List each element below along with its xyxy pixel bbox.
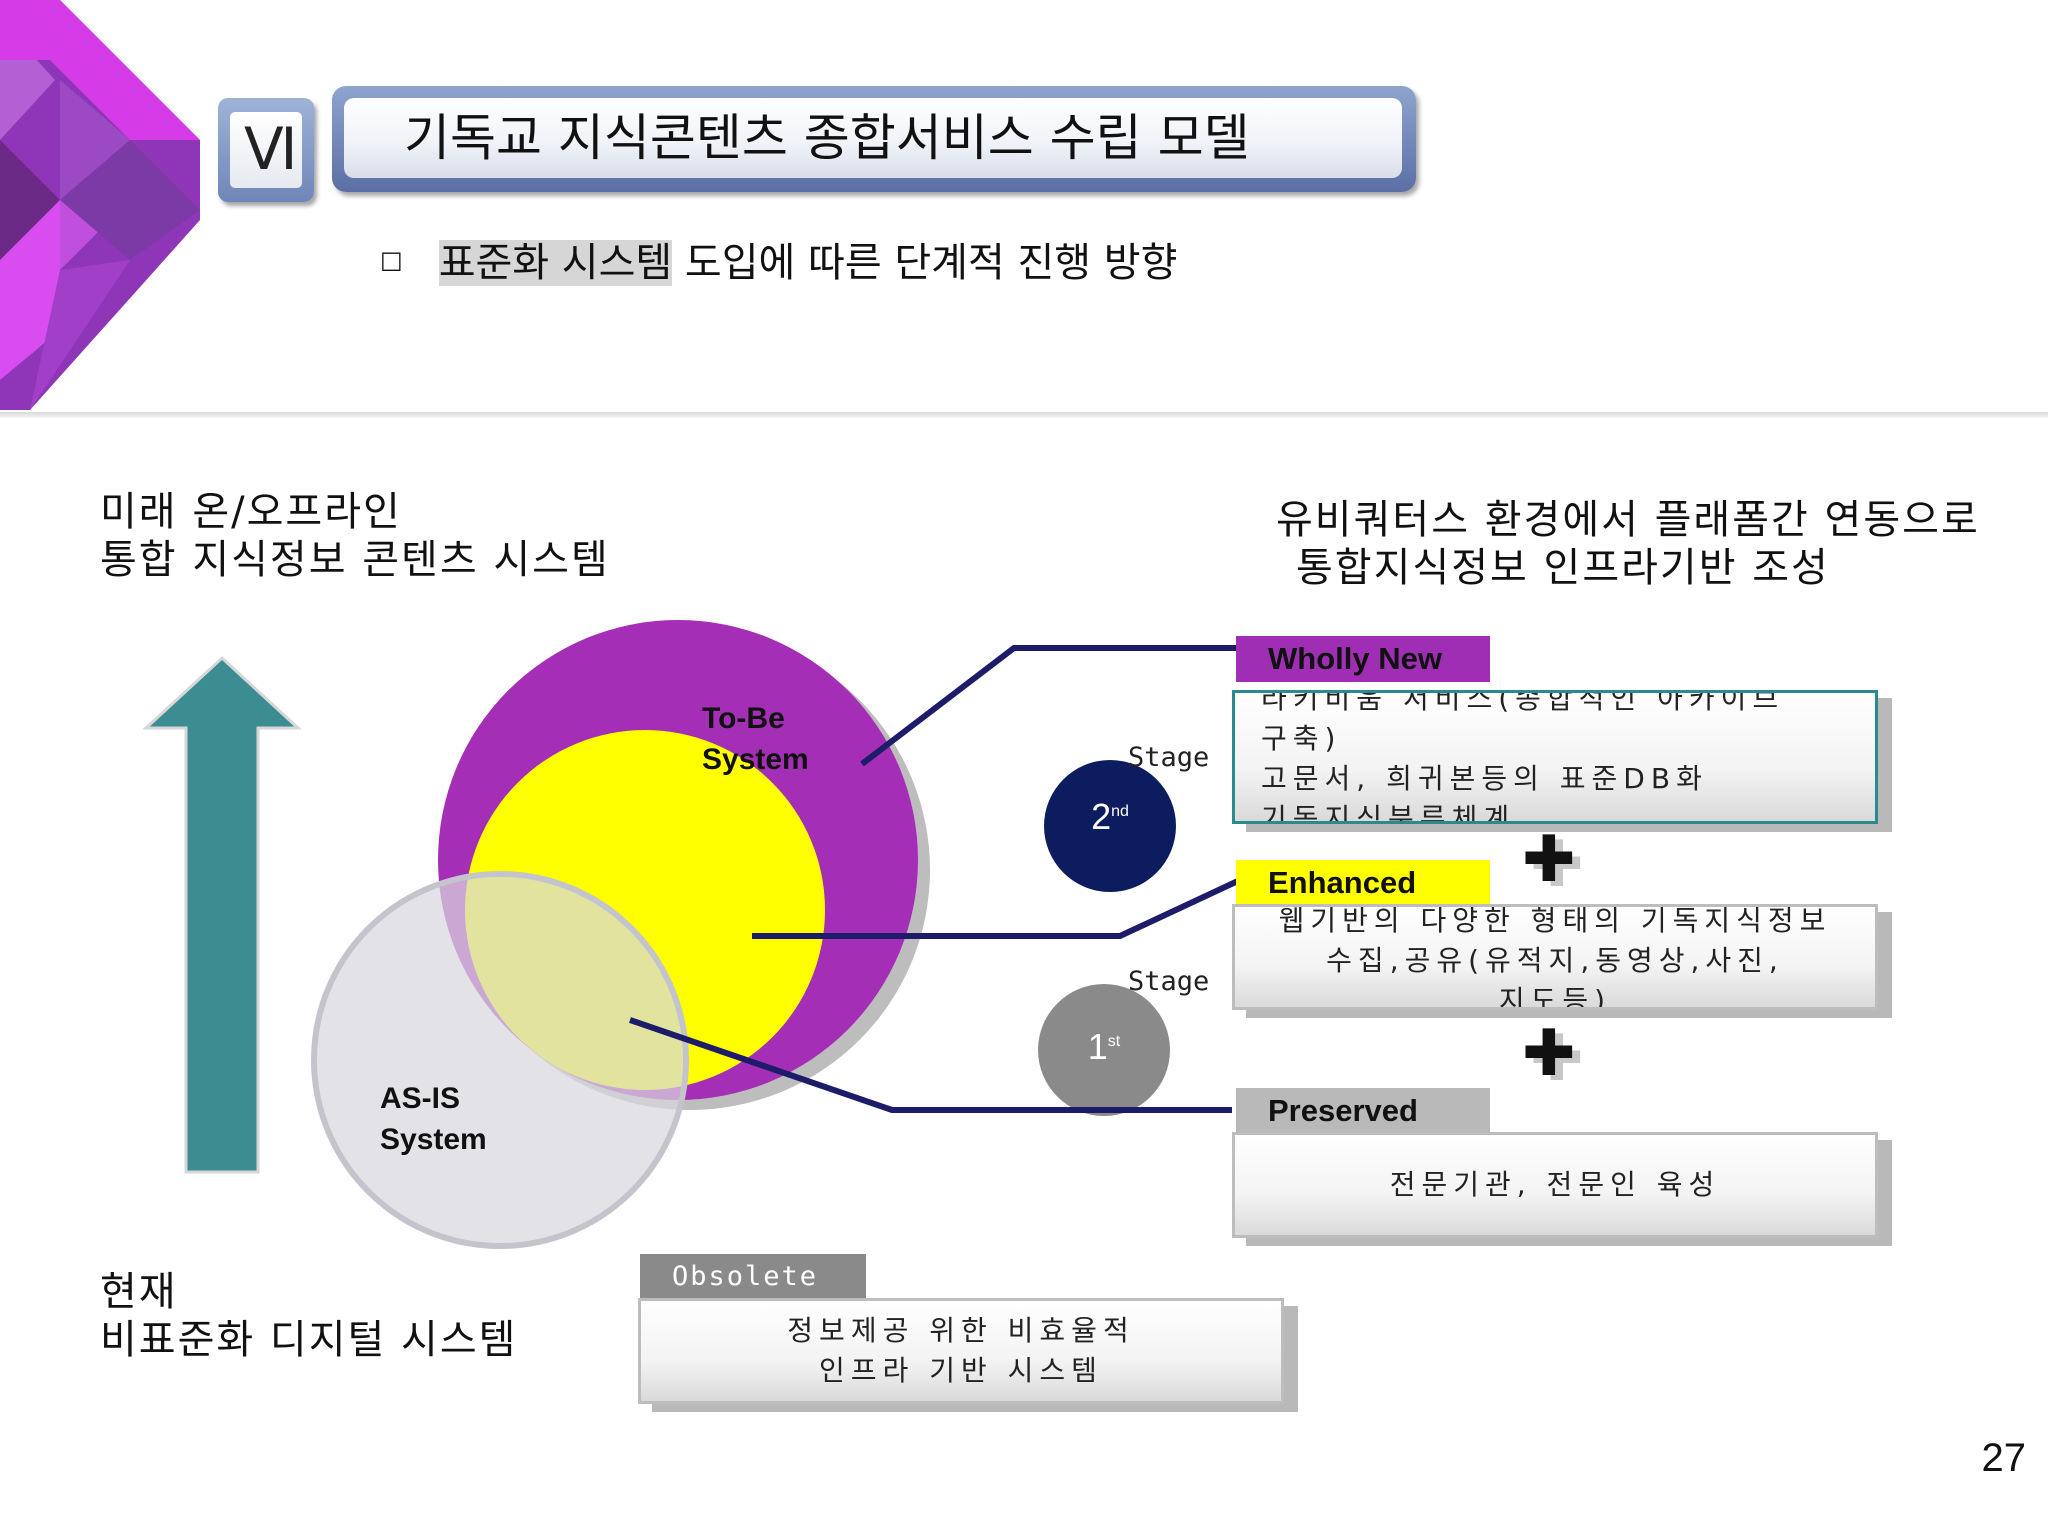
ubiquitous-label: 유비쿼터스 환경에서 플래폼간 연동으로 통합지식정보 인프라기반 조성 — [1276, 496, 1980, 592]
title-banner: 기독교 지식콘텐츠 종합서비스 수립 모델 — [332, 86, 1416, 192]
connector-enhanced — [752, 877, 1242, 939]
subtitle-highlight: 표준화 시스템 — [438, 240, 673, 286]
subtitle-text: 도입에 따른 단계적 진행 방향 — [684, 240, 1178, 286]
stage-1-number: 1st — [1038, 1016, 1170, 1096]
stage-1-suffix: st — [1107, 1033, 1121, 1050]
stage-1-digit: 1 — [1087, 1026, 1108, 1067]
wholly-new-line2: 구축) — [1261, 722, 1342, 755]
wholly-new-line1: 라키비움 서비스(종합적인 아카이브 — [1261, 690, 1785, 715]
stage-2-digit: 2 — [1091, 796, 1112, 837]
as-is-label-line1: AS-IS — [380, 1082, 461, 1115]
stage-2-circle — [1044, 760, 1176, 892]
future-system-label-line2: 통합 지식정보 콘텐츠 시스템 — [100, 537, 610, 583]
page-title: 기독교 지식콘텐츠 종합서비스 수립 모델 — [344, 98, 1402, 178]
chapter-number: Ⅵ — [230, 112, 302, 188]
connector-wholly-new — [860, 645, 1240, 767]
to-be-label-line2: System — [702, 743, 809, 776]
preserved-tag: Preserved — [1236, 1088, 1490, 1134]
wholly-new-tag: Wholly New — [1236, 636, 1490, 682]
ubiquitous-label-line1: 유비쿼터스 환경에서 플래폼간 연동으로 — [1276, 497, 1980, 543]
stage-2-label: Stage — [1128, 742, 1210, 773]
as-is-label-line2: System — [380, 1123, 487, 1156]
future-system-label-line1: 미래 온/오프라인 — [100, 489, 402, 535]
header-divider — [0, 412, 2048, 418]
current-system-label-line2: 비표준화 디지털 시스템 — [100, 1317, 518, 1363]
stage-1-label: Stage — [1128, 966, 1210, 997]
corner-decoration — [0, 0, 200, 410]
connector-preserved — [629, 1017, 1232, 1113]
enhanced-line2: 수집,공유(유적지,동영상,사진, — [1326, 944, 1784, 977]
stage-2-number: 2nd — [1044, 786, 1176, 866]
preserved-box: 전문기관, 전문인 육성 — [1232, 1132, 1878, 1238]
enhanced-line1: 웹기반의 다양한 형태의 기독지식정보 — [1278, 904, 1832, 937]
enhanced-box: 웹기반의 다양한 형태의 기독지식정보 수집,공유(유적지,동영상,사진, 지도… — [1232, 904, 1878, 1010]
plus-icon: ✚ — [1522, 1017, 1576, 1091]
page-number: 27 — [1981, 1436, 2027, 1480]
subtitle-bullet: □ — [380, 246, 403, 274]
wholly-new-box: 라키비움 서비스(종합적인 아카이브 구축) 고문서, 희귀본등의 표준DB화 … — [1232, 690, 1878, 824]
preserved-line1: 전문기관, 전문인 육성 — [1389, 1168, 1721, 1201]
obsolete-tag: Obsolete — [640, 1254, 866, 1300]
ubiquitous-label-line2: 통합지식정보 인프라기반 조성 — [1296, 545, 1830, 591]
to-be-label-line1: To-Be — [702, 702, 785, 735]
as-is-system-label: AS-IS System — [380, 1078, 487, 1160]
obsolete-line1: 정보제공 위한 비효율적 — [787, 1314, 1135, 1347]
current-system-label-line1: 현재 — [100, 1269, 178, 1315]
as-is-circle — [311, 871, 689, 1249]
obsolete-box: 정보제공 위한 비효율적 인프라 기반 시스템 — [638, 1298, 1284, 1404]
obsolete-line2: 인프라 기반 시스템 — [819, 1354, 1103, 1387]
enhanced-line3: 지도등) — [1498, 984, 1612, 1010]
enhanced-tag: Enhanced — [1236, 860, 1490, 906]
wholly-new-line3: 고문서, 희귀본등의 표준DB화 — [1261, 762, 1708, 795]
progress-up-arrow — [142, 655, 302, 1174]
future-system-label: 미래 온/오프라인 통합 지식정보 콘텐츠 시스템 — [100, 488, 610, 584]
current-system-label: 현재 비표준화 디지털 시스템 — [100, 1268, 517, 1364]
stage-1-circle — [1038, 984, 1170, 1116]
to-be-system-label: To-Be System — [702, 698, 809, 780]
subtitle: □ 표준화 시스템 도입에 따른 단계적 진행 방향 — [380, 230, 1177, 288]
plus-icon: ✚ — [1522, 823, 1576, 897]
stage-2-suffix: nd — [1111, 803, 1129, 820]
wholly-new-line4: 기독지식분류체계 — [1261, 802, 1516, 824]
chapter-number-badge: Ⅵ — [218, 98, 314, 202]
